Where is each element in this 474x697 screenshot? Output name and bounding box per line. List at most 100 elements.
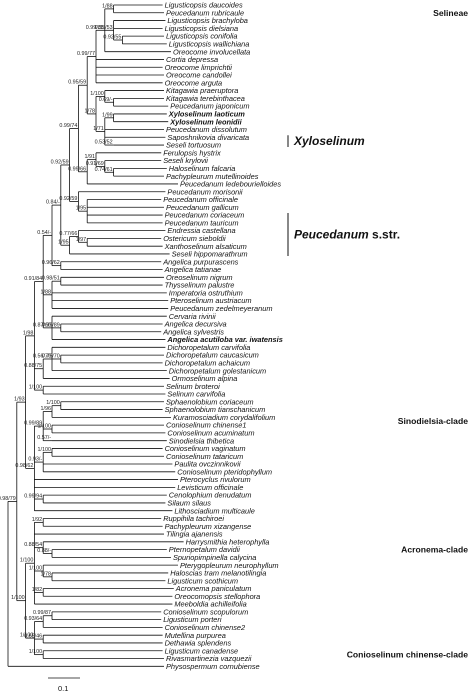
support-value: 0.92/59 (59, 196, 77, 202)
support-value: 1/100 (20, 633, 34, 639)
support-value: 0.57/- (37, 435, 51, 441)
taxon-label: Ligusticum porteri (163, 615, 222, 624)
taxon-label: Conioselinum tataricum (166, 452, 243, 461)
taxon-label: Ligusticopsis brachyloba (167, 16, 248, 25)
support-value: 0.98/62 (15, 463, 33, 469)
support-value: 1/97 (76, 237, 87, 243)
taxon-label: Oreocome involucellata (173, 47, 250, 56)
taxon-label: Sphaenolobium coriaceum (166, 397, 254, 406)
support-value: 1/95 (58, 240, 69, 246)
support-value: 0.98/51 (42, 276, 60, 282)
support-value: 1/100 (90, 91, 104, 97)
support-value: 1/95 (76, 206, 87, 212)
support-value: 0.84/- (46, 200, 60, 206)
taxon-label: Peucedanum japonicum (170, 102, 249, 111)
support-value: 0.69/- (99, 97, 113, 103)
taxon-label: Xyloselinum laoticum (168, 110, 245, 119)
taxon-label: Peucedanum ledebourielloides (180, 180, 281, 189)
taxon-label: Rivasmartinezia vazquezii (166, 654, 252, 663)
support-value: 0.99/94 (24, 494, 42, 500)
taxon-label: Peucedanum tauricum (165, 218, 239, 227)
support-value: 1/100 (20, 558, 34, 564)
taxon-label: Cenolophium denudatum (169, 491, 252, 500)
taxon-label: Ligusticopsis daucoides (165, 1, 243, 10)
taxon-label: Xyloselinum leonidii (169, 117, 242, 126)
support-value: 0.87/60 (33, 322, 51, 328)
support-value: 0.74/61 (95, 167, 113, 173)
taxon-label: Conioselinum chinense1 (166, 421, 247, 430)
taxon-label: Kitagawia terebinthacea (166, 94, 245, 103)
taxon-label: Cervaria rivinii (169, 312, 216, 321)
taxon-label: Meeboldia achilleifolia (174, 600, 246, 609)
support-value: 0.77/66 (59, 231, 77, 237)
taxon-label: Dethawia splendens (165, 639, 232, 648)
taxon-label: Peucedanum zedelmeyeranum (170, 304, 272, 313)
support-value: 0.88/54 (24, 542, 42, 548)
taxon-label: Haloselinum falcaria (169, 164, 236, 173)
support-value: 0.99/74 (59, 123, 77, 129)
support-value: 0.91/84 (24, 276, 42, 282)
taxon-label: Spuriopimpinella calycina (173, 553, 256, 562)
support-value: 1/98 (23, 330, 34, 336)
clade-label: Sinodielsia-clade (398, 416, 468, 426)
support-value: 0.56/70 (33, 353, 51, 359)
taxon-label: Silaum silaus (167, 499, 211, 508)
taxon-label: Dichoropetalum caucasicum (166, 351, 259, 360)
taxon-label: Harrysmithia heterophylla (186, 537, 270, 546)
support-value: 0.98/79 (0, 496, 16, 502)
taxon-label: Conioselinum acuminatum (167, 429, 254, 438)
support-value: 1/71 (93, 126, 104, 132)
taxon-label: Oreocomopsis stellophora (174, 592, 260, 601)
taxon-label: Ligusticopsis conifolia (166, 32, 237, 41)
taxon-label: Dichoropetalum carvifolia (167, 343, 250, 352)
support-value: 0.88/75 (24, 363, 42, 369)
taxon-label: Angelica decursiva (164, 320, 227, 329)
taxon-label: Conioselinum pteridophyllum (177, 467, 272, 476)
support-value: 1/100 (29, 649, 43, 655)
support-value: 0.93/64 (24, 616, 42, 622)
taxon-label: Ferulopsis hystrix (163, 148, 221, 157)
taxon-label: Sinodielsia thibetica (169, 436, 234, 445)
support-value: 1/99 (102, 112, 113, 118)
taxon-label: Ostericum sieboldii (163, 234, 226, 243)
support-value: 1/92 (32, 517, 43, 523)
taxon-label: Pterygopleurum neurophyllum (180, 561, 279, 570)
taxon-label: Endressia castellana (167, 226, 235, 235)
support-value: 0.75/70 (42, 353, 60, 359)
taxon-label: Pternopetalum davidii (169, 545, 240, 554)
taxon-label: Angelica tatianae (164, 265, 222, 274)
support-value: 0.93/- (28, 457, 42, 463)
taxon-label: Selinum carvifolia (167, 390, 225, 399)
taxon-label: Tilingia ajanensis (166, 530, 223, 539)
taxon-label: Ligusticopsis dielsiana (165, 24, 239, 33)
taxon-label: Angelica acutiloba var. iwatensis (166, 335, 282, 344)
taxon-label: Imperatoria ostruthium (169, 288, 243, 297)
taxon-label: Paulita ovczinnikovii (174, 460, 240, 469)
taxon-label: Angelica purpurascens (162, 257, 238, 266)
taxon-label: Ligusticum scothicum (167, 576, 238, 585)
taxon-label: Conioselinum scopulorum (163, 607, 248, 616)
support-value: 1/88 (102, 3, 113, 9)
taxon-label: Selinum broteroi (166, 382, 220, 391)
support-value: 1/78 (41, 571, 52, 577)
taxon-label: Kitagawia praeruptora (166, 86, 238, 95)
taxon-label: Peucedanum officinale (163, 195, 238, 204)
taxon-label: Sphaenolobium tianschanicum (165, 405, 266, 414)
taxon-label: Oreocome candollei (166, 71, 232, 80)
taxon-label: Peucedanum morisonii (167, 187, 243, 196)
support-value: 0.53/52 (95, 140, 113, 146)
support-value: 1/100 (38, 447, 52, 453)
taxon-label: Seseli tortuosum (166, 141, 221, 150)
support-value: 0.92/59 (51, 159, 69, 165)
support-value: 0.88/- (37, 548, 51, 554)
support-value: 1/100 (11, 595, 25, 601)
support-value: 1/82 (32, 587, 43, 593)
taxon-label: Saposhnikovia divaricata (167, 133, 249, 142)
support-value: 1/78 (85, 108, 96, 114)
support-value: 0.99/87 (33, 610, 51, 616)
taxon-label: Dichoropetalum achaicum (165, 358, 250, 367)
taxon-label: Angelica sylvestris (162, 327, 224, 336)
support-value: 0.99/89 (24, 421, 42, 427)
taxon-label: Peucedanum coriaceum (165, 211, 245, 220)
